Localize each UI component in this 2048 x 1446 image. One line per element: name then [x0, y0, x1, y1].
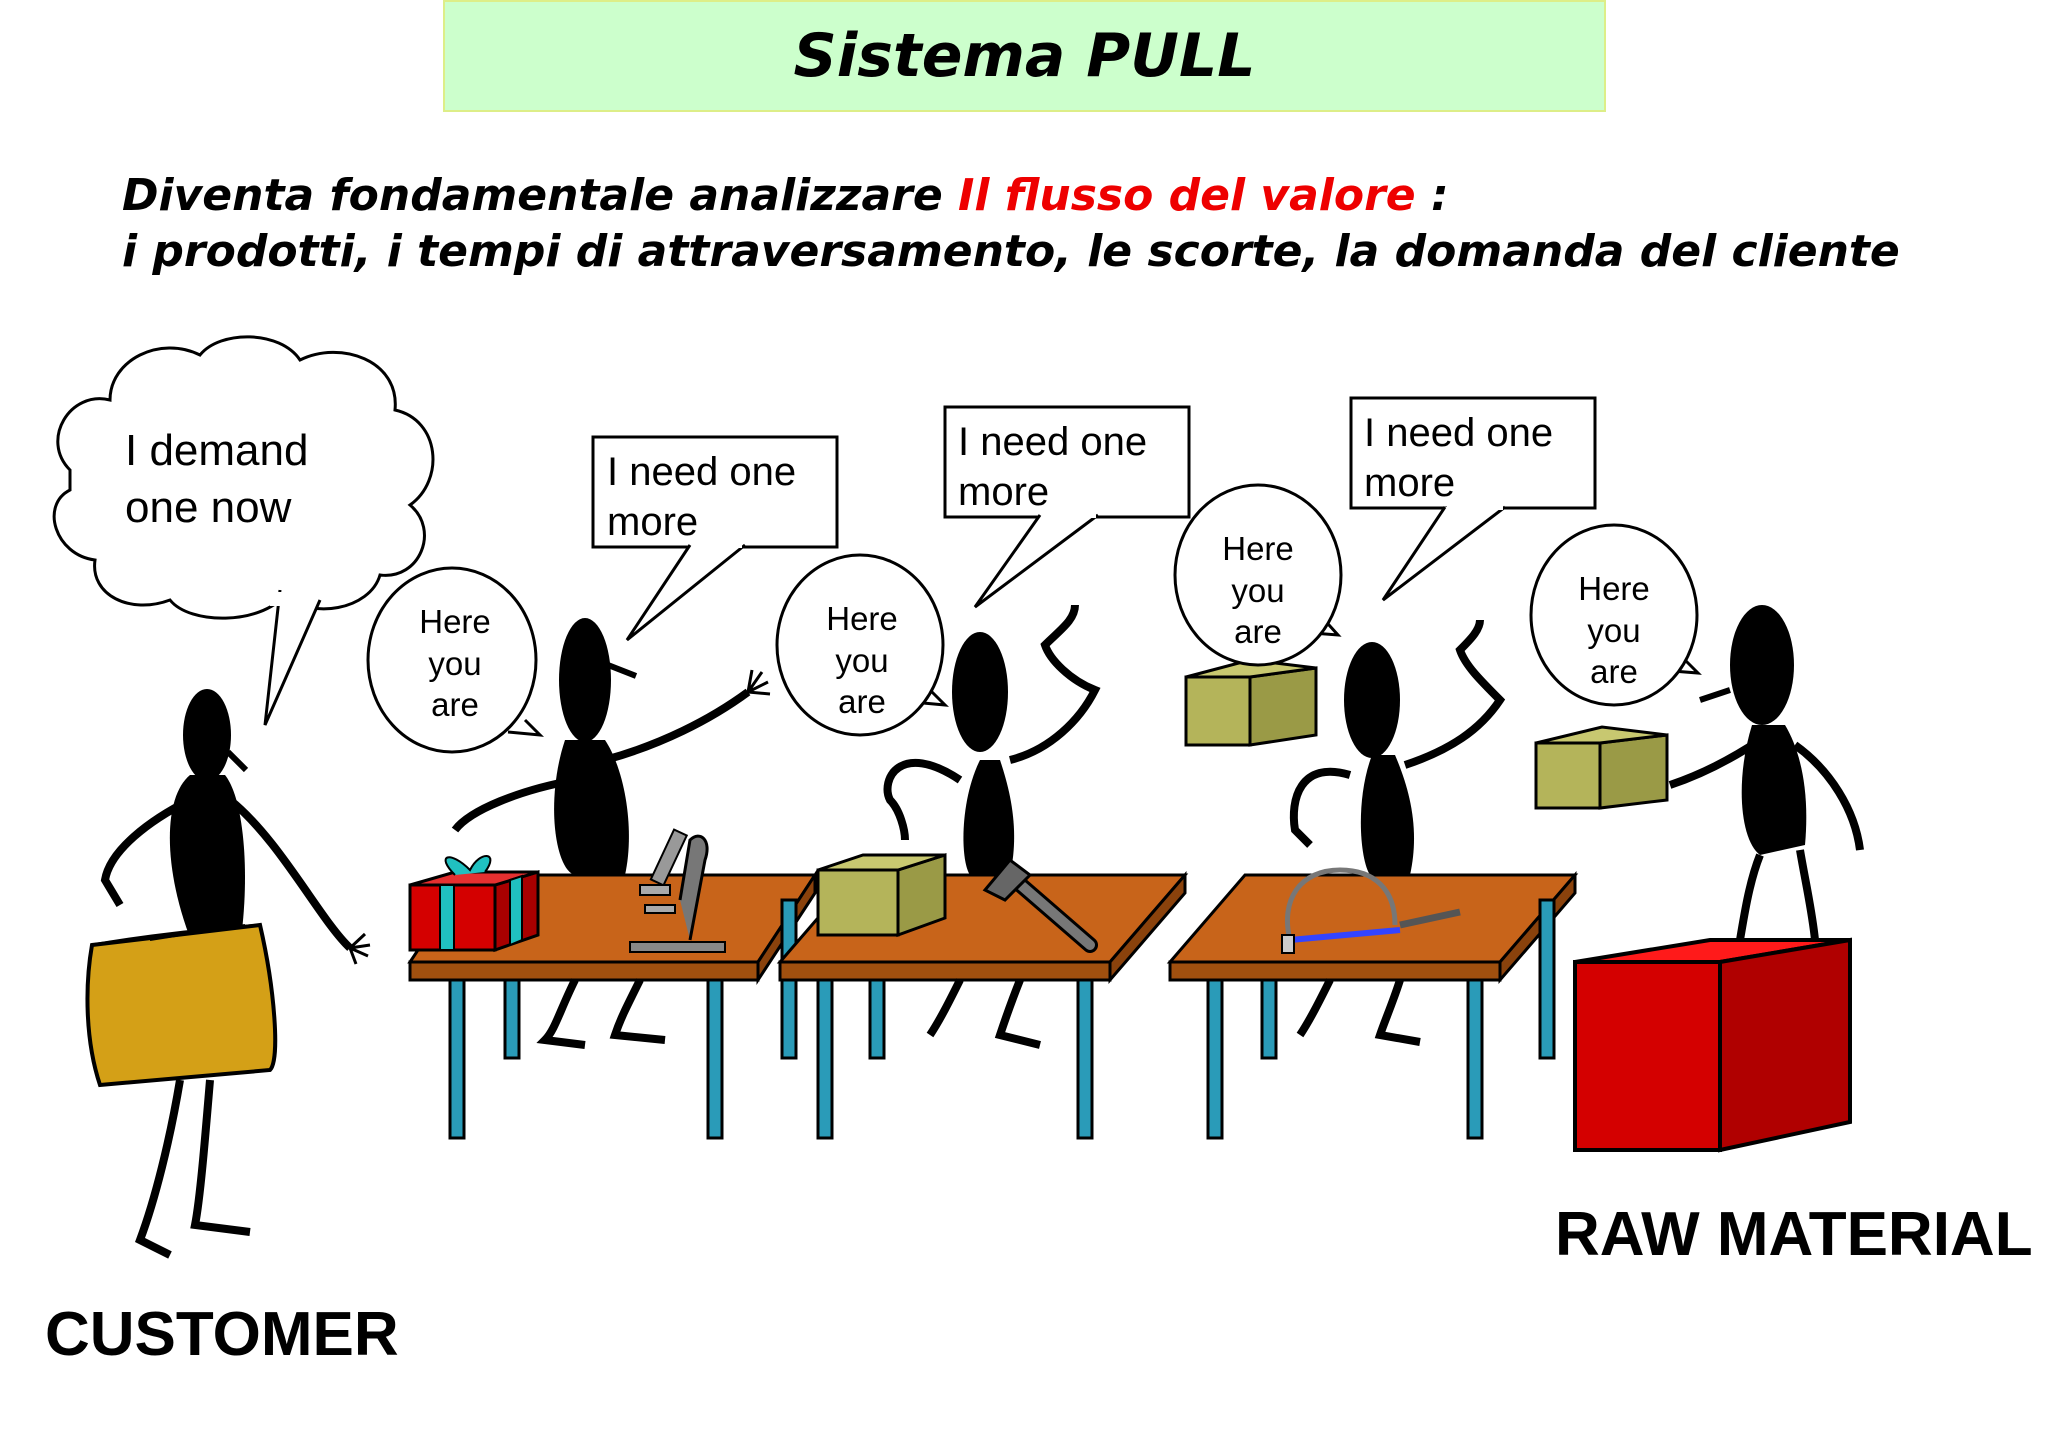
here-1-line2: you — [428, 645, 481, 682]
here-4-line1: Here — [1578, 570, 1650, 607]
need-1-line1: I need one — [607, 450, 796, 494]
customer-thought-bubble: I demand one now — [52, 335, 435, 726]
subtitle: Diventa fondamentale analizzare Il fluss… — [122, 168, 1922, 280]
here-4-line2: you — [1587, 612, 1640, 649]
speech-bubble-here-1: Here you are — [366, 566, 545, 754]
raw-material-label: RAW MATERIAL — [1555, 1200, 2033, 1269]
customer-figure — [100, 689, 371, 1259]
here-3-line1: Here — [1222, 530, 1294, 567]
need-3-line1: I need one — [1364, 411, 1553, 455]
here-1-line3: are — [431, 686, 479, 723]
here-3-line2: you — [1231, 572, 1284, 609]
here-3-line3: are — [1234, 613, 1282, 650]
microscope-icon — [629, 828, 726, 953]
subtitle-line1-tail: : — [1415, 170, 1449, 221]
need-1-line2: more — [607, 500, 698, 544]
need-3-line2: more — [1364, 461, 1455, 505]
speech-bubble-need-3: I need one more — [1349, 396, 1597, 602]
gift-box-icon — [408, 855, 540, 953]
here-2-line1: Here — [826, 600, 898, 637]
speech-bubble-need-1: I need one more — [591, 435, 839, 642]
customer-label: CUSTOMER — [45, 1300, 399, 1369]
speech-bubble-here-3: Here you are — [1173, 483, 1343, 667]
box-held-supplier — [1534, 725, 1669, 810]
worker-3-figure — [1289, 619, 1506, 1046]
title-banner: Sistema PULL — [443, 0, 1606, 112]
hammer-icon — [982, 857, 1098, 953]
need-2-line1: I need one — [958, 420, 1147, 464]
box-held-worker-3 — [1184, 658, 1318, 747]
customer-box — [85, 922, 278, 1088]
table-1 — [407, 869, 818, 1140]
worker-2-figure — [883, 604, 1101, 1049]
here-2-line3: are — [838, 683, 886, 720]
supplier-figure — [1668, 605, 1864, 941]
subtitle-value-flow: Il flusso del valore — [958, 170, 1416, 221]
speech-bubble-here-2: Here you are — [775, 553, 949, 737]
here-4-line3: are — [1590, 653, 1638, 690]
worker-1-figure — [451, 618, 771, 1049]
here-2-line2: you — [835, 642, 888, 679]
speech-bubble-here-4: Here you are — [1529, 523, 1702, 707]
speech-bubble-need-2: I need one more — [943, 405, 1191, 609]
raw-material-block — [1573, 937, 1852, 1153]
customer-bubble-line2: one now — [125, 483, 292, 532]
subtitle-line2-text: i prodotti, i tempi di attraversamento, … — [122, 226, 1900, 277]
box-on-table-2 — [816, 852, 947, 938]
page-title: Sistema PULL — [793, 21, 1256, 91]
need-2-line2: more — [958, 470, 1049, 514]
subtitle-line1-text: Diventa fondamentale analizzare — [122, 170, 958, 221]
here-1-line1: Here — [419, 603, 491, 640]
customer-bubble-line1: I demand — [125, 426, 308, 475]
saw-icon — [1281, 867, 1461, 954]
table-3 — [1166, 870, 1579, 1140]
